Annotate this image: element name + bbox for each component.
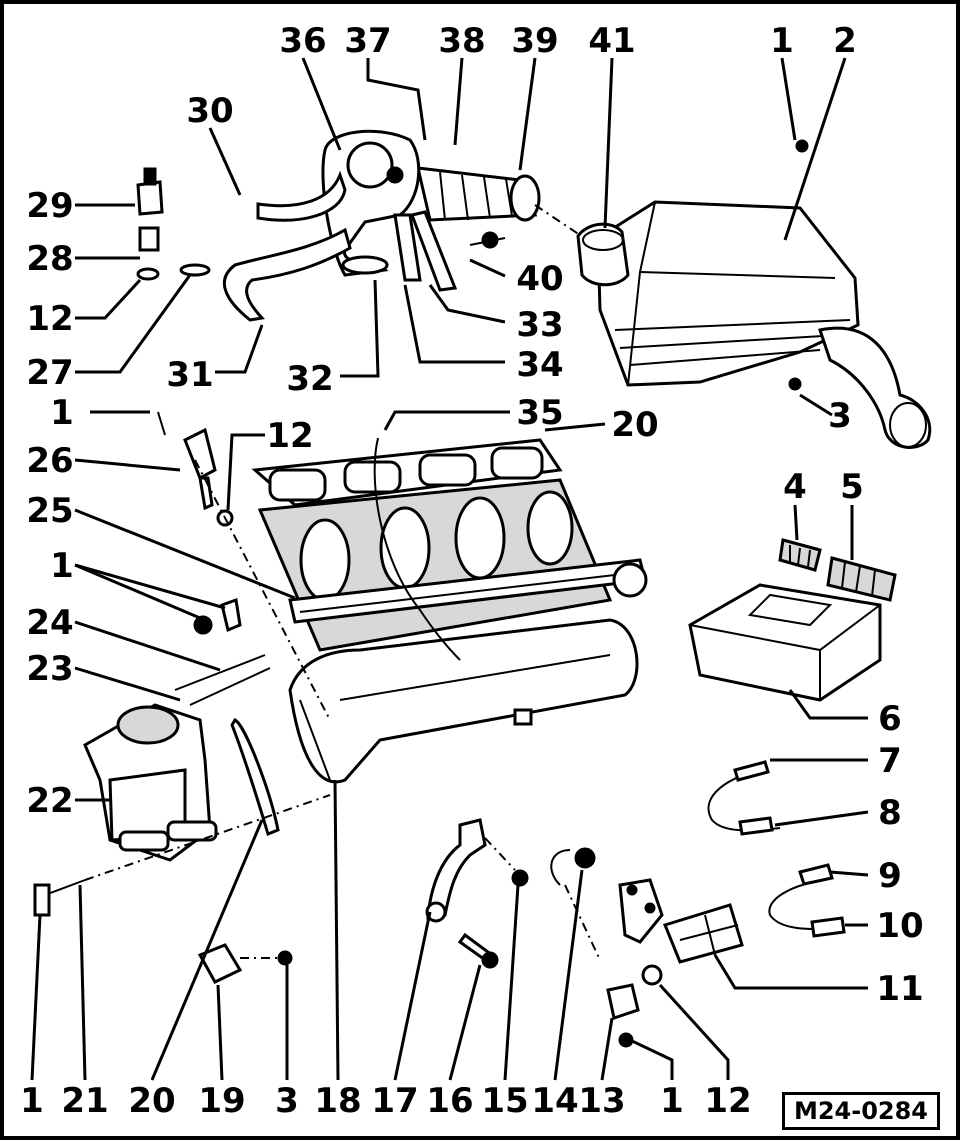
callout-3-top: 3 [828, 396, 852, 436]
callout-38: 38 [438, 21, 485, 61]
callout-10: 10 [876, 906, 923, 946]
callout-22: 22 [26, 781, 73, 821]
callout-bottom-3: 3 [275, 1081, 299, 1121]
callout-bottom-15: 15 [481, 1081, 528, 1121]
callout-33: 33 [516, 305, 563, 345]
callout-20-top: 20 [611, 405, 658, 445]
relay-and-bracket [618, 878, 744, 964]
callout-27: 27 [26, 353, 73, 393]
callout-1-left: 1 [50, 546, 74, 586]
callout-31: 31 [166, 355, 213, 395]
callout-9: 9 [878, 856, 902, 896]
air-duct-hoses [222, 129, 581, 322]
callout-26: 26 [26, 441, 73, 481]
callout-12-mid: 12 [266, 416, 313, 456]
throttle-body [33, 597, 331, 917]
callout-39: 39 [511, 21, 558, 61]
callout-5: 5 [840, 467, 864, 507]
callout-bottom-21: 21 [61, 1081, 108, 1121]
callout-1-mid: 1 [50, 393, 74, 433]
callout-2: 2 [833, 21, 857, 61]
callout-28: 28 [26, 239, 73, 279]
temperature-sensor [157, 411, 331, 721]
callout-29: 29 [26, 186, 73, 226]
callout-bottom-16: 16 [426, 1081, 473, 1121]
callout-41: 41 [588, 21, 635, 61]
callout-12-left: 12 [26, 299, 73, 339]
callout-40: 40 [516, 259, 563, 299]
callout-4: 4 [783, 467, 807, 507]
small-hardware [197, 818, 663, 1048]
callout-24: 24 [26, 603, 73, 643]
callout-35: 35 [516, 393, 563, 433]
leader-lines [74, 57, 869, 990]
callout-bottom-1b: 1 [660, 1081, 684, 1121]
callout-bottom-20: 20 [128, 1081, 175, 1121]
callout-bottom-17: 17 [371, 1081, 418, 1121]
bottom-leader-lines [30, 779, 730, 1081]
callout-30: 30 [186, 91, 233, 131]
callout-25: 25 [26, 491, 73, 531]
callout-36: 36 [279, 21, 326, 61]
callout-bottom-1a: 1 [20, 1081, 44, 1121]
callout-bottom-13: 13 [578, 1081, 625, 1121]
air-filter-housing [576, 139, 932, 449]
callout-37: 37 [344, 21, 391, 61]
callout-32: 32 [286, 359, 333, 399]
callout-bottom-19: 19 [198, 1081, 245, 1121]
callout-bottom-12: 12 [704, 1081, 751, 1121]
engine-control-unit [688, 538, 897, 702]
pressure-switch-parts [136, 167, 211, 281]
callout-8: 8 [878, 793, 902, 833]
callout-6: 6 [878, 699, 902, 739]
oxygen-sensors [707, 760, 846, 938]
callout-1-top: 1 [770, 21, 794, 61]
callout-11: 11 [876, 969, 923, 1009]
callout-labels: 36 37 38 39 41 1 2 30 29 28 12 27 40 33 … [20, 21, 924, 1121]
reference-code: M24-0284 [782, 1092, 940, 1130]
intake-manifold [230, 437, 648, 837]
callout-bottom-14: 14 [531, 1081, 578, 1121]
callout-bottom-18: 18 [314, 1081, 361, 1121]
callout-34: 34 [516, 345, 563, 385]
callout-7: 7 [878, 741, 902, 781]
callout-23: 23 [26, 649, 73, 689]
